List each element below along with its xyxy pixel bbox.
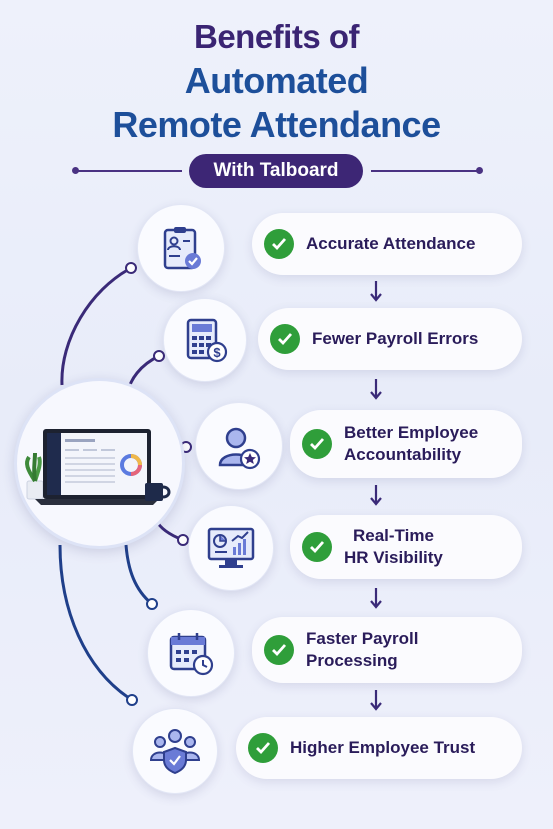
svg-text:$: $ xyxy=(213,345,221,360)
benefit-card-2: Fewer Payroll Errors xyxy=(258,308,522,370)
down-arrow-icon xyxy=(370,485,382,506)
benefit-icon-4 xyxy=(188,505,274,591)
benefit-icon-2: $ xyxy=(163,298,247,382)
benefit-card-6: Higher Employee Trust xyxy=(236,717,522,779)
monitor-charts-icon xyxy=(207,527,255,568)
left-divider xyxy=(76,170,182,172)
down-arrow-icon xyxy=(370,281,382,302)
team-shield-icon xyxy=(149,729,201,775)
laptop-illustration xyxy=(14,378,185,549)
left-divider-dot xyxy=(72,167,79,174)
subtitle-pill: With Talboard xyxy=(189,154,363,188)
benefit-icon-6 xyxy=(132,708,218,794)
benefit-label-6: Higher Employee Trust xyxy=(290,738,476,757)
check-icon xyxy=(264,229,294,259)
title-line-1: Benefits of xyxy=(193,18,360,55)
benefit-card-1: Accurate Attendance xyxy=(252,213,522,275)
benefit-label-1: Accurate Attendance xyxy=(306,234,476,253)
title-line-2: Automated xyxy=(184,60,369,101)
benefit-icon-1 xyxy=(137,204,225,292)
title-line-3: Remote Attendance xyxy=(112,104,441,145)
employee-star-icon xyxy=(218,427,261,470)
calendar-clock-icon xyxy=(169,633,214,676)
benefit-label-2: Fewer Payroll Errors xyxy=(312,329,479,348)
benefit-icon-3 xyxy=(195,402,283,490)
down-arrow-icon xyxy=(370,690,382,711)
check-icon xyxy=(302,532,332,562)
clipboard-user-check-icon xyxy=(163,227,201,270)
check-icon xyxy=(264,635,294,665)
calculator-dollar-icon: $ xyxy=(186,318,228,363)
right-divider xyxy=(371,170,479,172)
check-icon xyxy=(248,733,278,763)
check-icon xyxy=(302,429,332,459)
down-arrow-icon xyxy=(370,379,382,400)
down-arrow-icon xyxy=(370,588,382,609)
check-icon xyxy=(270,324,300,354)
benefit-icon-5 xyxy=(147,609,235,697)
right-divider-dot xyxy=(476,167,483,174)
